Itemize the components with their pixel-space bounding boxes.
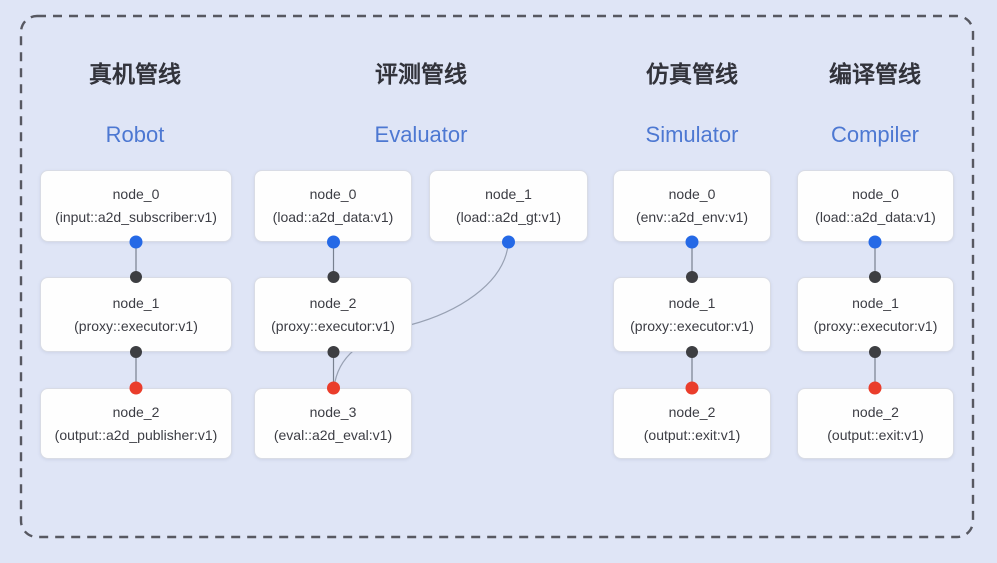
node-title: node_2 [309, 294, 357, 311]
node-title: node_1 [852, 294, 899, 311]
pipeline-title-en-robot: Robot [105, 122, 165, 147]
pipeline-title-en-simulator: Simulator [645, 122, 739, 147]
node-box-simulator-0: node_0 (env::a2d_env:v1) [613, 170, 771, 242]
node-type: (output::exit:v1) [827, 426, 924, 443]
node-type: (load::a2d_data:v1) [815, 209, 936, 225]
node-type: (output::a2d_publisher:v1) [54, 426, 218, 443]
node-type: (proxy::executor:v1) [271, 317, 395, 334]
node-title: node_2 [112, 403, 160, 420]
node-type: (input::a2d_subscriber:v1) [55, 209, 217, 225]
pipeline-title-zh-simulator: 仿真管线 [646, 61, 738, 87]
node-box-robot-0: node_0 (input::a2d_subscriber:v1) [40, 170, 232, 242]
pipeline-title-zh-compiler: 编译管线 [829, 61, 921, 87]
node-box-robot-2: node_2 (output::a2d_publisher:v1) [40, 388, 232, 459]
node-box-simulator-2: node_2 (output::exit:v1) [613, 388, 771, 459]
node-title: node_2 [668, 403, 716, 420]
node-type: (output::exit:v1) [643, 426, 741, 443]
node-title: node_0 [309, 186, 357, 202]
node-box-evaluator-0: node_0 (load::a2d_data:v1) [254, 170, 412, 242]
node-title: node_1 [112, 294, 160, 311]
node-type: (load::a2d_data:v1) [272, 209, 394, 225]
node-title: node_2 [852, 403, 899, 420]
node-box-compiler-0: node_0 (load::a2d_data:v1) [797, 170, 954, 242]
node-type: (proxy::executor:v1) [813, 317, 938, 334]
node-title: node_0 [112, 186, 160, 202]
node-title: node_1 [485, 186, 532, 202]
node-type: (proxy::executor:v1) [74, 317, 198, 334]
node-title: node_0 [852, 186, 899, 202]
node-type: (proxy::executor:v1) [630, 317, 754, 334]
pipeline-title-en-evaluator: Evaluator [374, 122, 468, 147]
node-box-evaluator-3: node_3 (eval::a2d_eval:v1) [254, 388, 412, 459]
node-title: node_0 [668, 186, 716, 202]
node-box-evaluator-2: node_2 (proxy::executor:v1) [254, 277, 412, 352]
node-type: (eval::a2d_eval:v1) [273, 426, 393, 443]
node-title: node_3 [309, 403, 357, 420]
node-box-evaluator-1: node_1 (load::a2d_gt:v1) [429, 170, 588, 242]
node-box-simulator-1: node_1 (proxy::executor:v1) [613, 277, 771, 352]
node-title: node_1 [668, 294, 716, 311]
pipeline-title-zh-robot: 真机管线 [89, 61, 181, 87]
node-type: (load::a2d_gt:v1) [455, 209, 562, 225]
node-box-compiler-2: node_2 (output::exit:v1) [797, 388, 954, 459]
dashed-frame-border [19, 14, 975, 539]
node-box-robot-1: node_1 (proxy::executor:v1) [40, 277, 232, 352]
pipeline-title-en-compiler: Compiler [830, 122, 920, 147]
node-type: (env::a2d_env:v1) [635, 209, 749, 225]
node-box-compiler-1: node_1 (proxy::executor:v1) [797, 277, 954, 352]
pipeline-title-zh-evaluator: 评测管线 [375, 61, 467, 87]
